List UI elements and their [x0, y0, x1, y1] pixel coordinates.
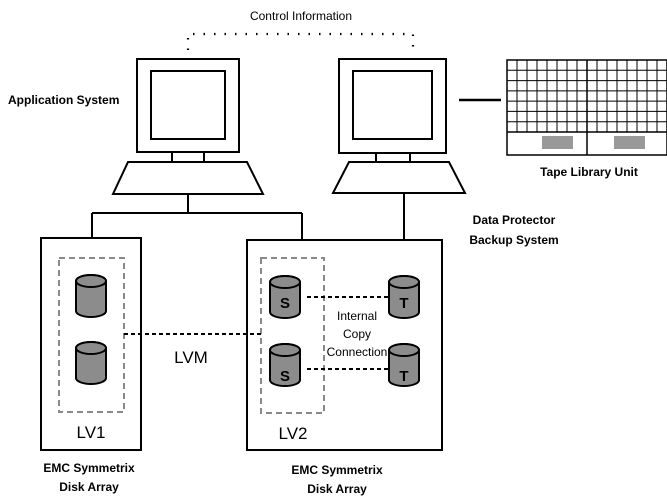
disk-array-1-label-line1: EMC Symmetrix [43, 461, 135, 475]
target-disk-label: T [399, 295, 408, 312]
source-disk [269, 343, 301, 387]
internal-copy-label-bg [332, 307, 380, 357]
source-disk [269, 275, 301, 319]
network-connections [91, 193, 405, 240]
disk-array-1-label-line2: Disk Array [59, 480, 119, 494]
tape-library-unit [506, 59, 667, 156]
target-disk [388, 343, 420, 387]
disk-array-2-label-line1: EMC Symmetrix [291, 463, 383, 477]
control-information-label: Control Information [250, 9, 352, 23]
backup-system-label-line2: Backup System [469, 233, 558, 247]
internal-copy-label-line1: Internal [337, 309, 377, 323]
backup-system-label-line1: Data Protector [473, 213, 556, 227]
target-disk-label: T [399, 368, 408, 385]
lv2-volume-group [260, 257, 325, 414]
tape-drive [614, 136, 645, 149]
lv1-label: LV1 [77, 423, 106, 442]
target-disk [388, 275, 420, 319]
source-disk-label: S [280, 295, 290, 312]
lv2-label: LV2 [279, 424, 308, 443]
disk-array-2-label-line2: Disk Array [307, 482, 367, 496]
application-system-computer [111, 58, 265, 195]
application-system-label: Application System [8, 93, 119, 107]
internal-copy-label-line2: Copy [343, 327, 371, 341]
tape-drive [542, 136, 573, 149]
internal-copy-label-line3: Connection [327, 345, 388, 359]
lv1-disk [75, 341, 107, 385]
lvm-label: LVM [174, 348, 208, 367]
source-disk-label: S [280, 368, 290, 385]
backup-system-computer [331, 58, 467, 194]
control-information-link [186, 32, 415, 50]
lv1-disk [75, 274, 107, 318]
tape-library-label: Tape Library Unit [540, 165, 638, 179]
